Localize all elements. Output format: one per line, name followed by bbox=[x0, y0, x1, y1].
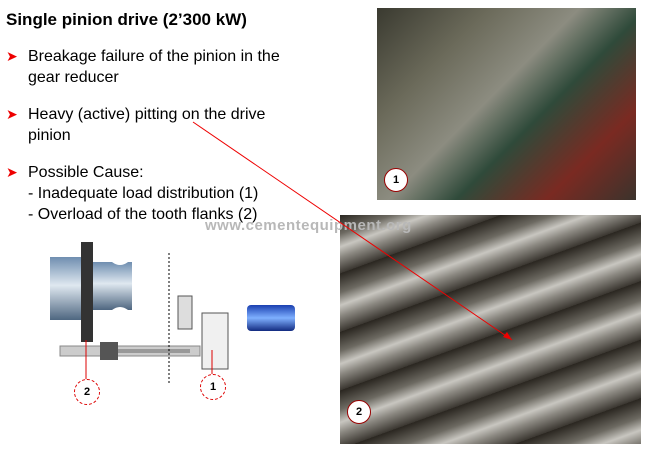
photo-label-2: 2 bbox=[347, 400, 371, 424]
slide-title: Single pinion drive (2’300 kW) bbox=[6, 10, 247, 29]
bullet-text: Heavy (active) pitting on the drive bbox=[28, 106, 266, 123]
gear-reducer bbox=[201, 312, 229, 370]
coupling bbox=[100, 342, 118, 360]
bullet-text: pinion bbox=[28, 127, 71, 144]
arrowhead-icon: ➤ bbox=[6, 106, 18, 122]
bullet-text: Breakage failure of the pinion in the bbox=[28, 48, 280, 65]
bullet-text: - Inadequate load distribution (1) bbox=[28, 185, 259, 202]
bullet-text: Possible Cause: bbox=[28, 164, 144, 181]
kiln-shell bbox=[50, 257, 86, 320]
photo-label-1: 1 bbox=[384, 168, 408, 192]
auxiliary-drive bbox=[177, 295, 193, 330]
girth-gear bbox=[81, 242, 93, 342]
watermark: www.cementequipment.org bbox=[205, 217, 412, 234]
bullet-text: - Overload of the tooth flanks (2) bbox=[28, 206, 258, 223]
arrowhead-icon: ➤ bbox=[6, 164, 18, 180]
callout-line bbox=[192, 121, 513, 341]
gear-reducer-photo: 1 bbox=[377, 8, 636, 200]
pinion-pitting-photo: 2 bbox=[340, 215, 641, 444]
kiln-neck bbox=[93, 262, 132, 310]
arrowhead-icon: ➤ bbox=[6, 48, 18, 64]
motor-icon bbox=[247, 305, 295, 331]
diagram-label-2: 2 bbox=[74, 379, 100, 405]
bullet-text: gear reducer bbox=[28, 69, 119, 86]
diagram-label-1: 1 bbox=[200, 374, 226, 400]
callout-arrowhead-icon bbox=[503, 332, 512, 340]
